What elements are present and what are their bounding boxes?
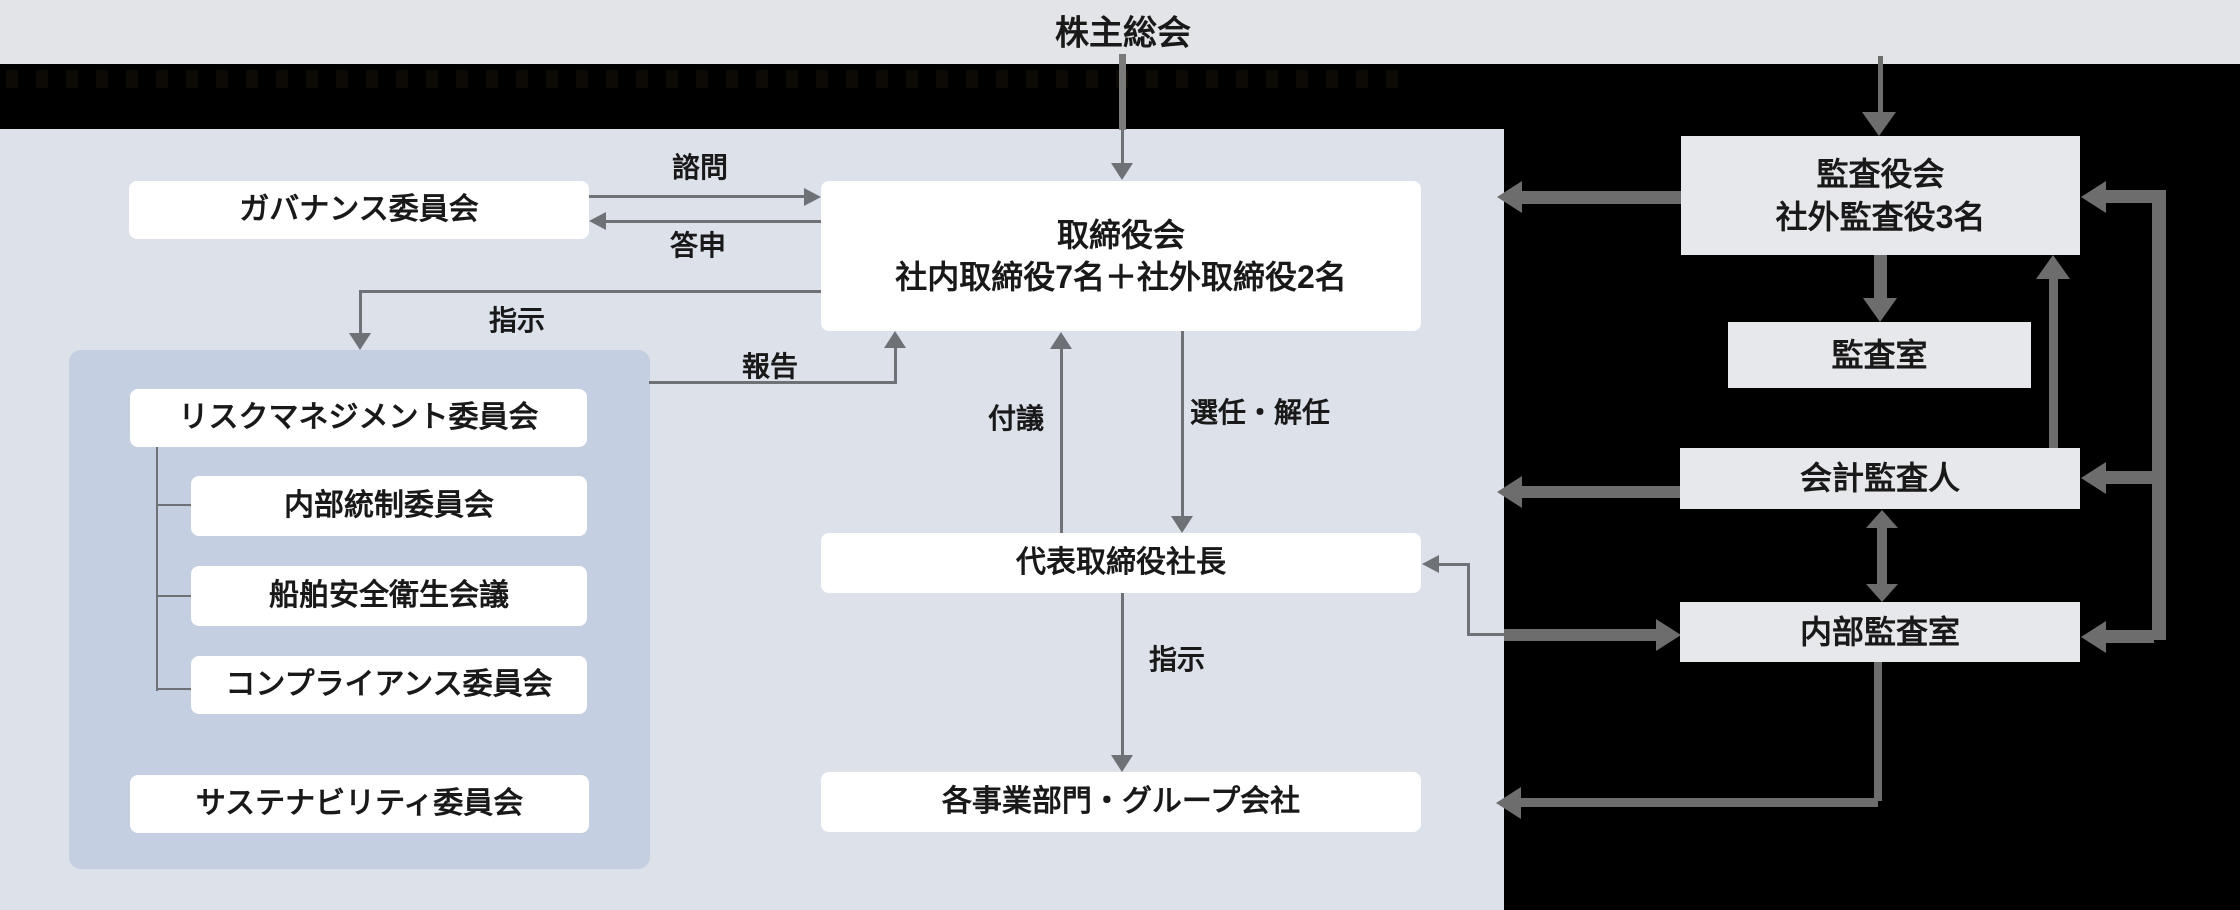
label-submission: 付議 <box>987 403 1045 434</box>
committee-tree-stub-3 <box>156 688 191 690</box>
label-consultation: 諮問 <box>671 152 729 183</box>
label-reply: 答申 <box>669 230 727 261</box>
audit-board-top-line <box>1878 56 1883 114</box>
node-audit-and-supervisory-board: 監査役会 社外監査役3名 <box>1681 136 2080 255</box>
instruction-divisions-arrowhead <box>1111 755 1133 772</box>
president-elbow-arrowhead <box>1422 555 1439 573</box>
auditor-internalaudit-line <box>1877 527 1887 586</box>
president-elbow-h2 <box>1467 633 1504 636</box>
node-governance-label: ガバナンス委員会 <box>239 193 479 227</box>
report-arrowhead <box>884 331 906 348</box>
shareholders-board-line-thick <box>1119 54 1126 130</box>
node-internal-control-committee: 内部統制委員会 <box>191 476 587 536</box>
node-risk-label: リスクマネジメント委員会 <box>178 401 539 435</box>
node-audit-office: 監査室 <box>1728 322 2031 388</box>
committee-tree-stub-2 <box>156 595 191 597</box>
shareholders-board-line <box>1121 130 1124 163</box>
node-ship-safety-council: 船舶安全衛生会議 <box>191 566 587 626</box>
node-president-label: 代表取締役社長 <box>1016 546 1226 580</box>
instruction-committees-line-h <box>359 290 821 293</box>
internalaudit-bottom-v <box>1874 662 1882 801</box>
instruction-committees-line-v <box>359 290 362 334</box>
submission-arrowhead <box>1050 332 1072 349</box>
auditor-auditboard-arrowhead <box>2036 255 2070 279</box>
node-risk-management-committee: リスクマネジメント委員会 <box>130 389 587 447</box>
president-elbow-h1 <box>1439 563 1470 566</box>
audit-board-office-line <box>1874 255 1887 300</box>
appointment-arrowhead <box>1171 516 1193 533</box>
node-accounting-auditor-label: 会計監査人 <box>1799 460 1960 497</box>
shareholders-meeting-title: 株主総会 <box>1055 14 1191 53</box>
right-branch-top <box>2106 190 2154 203</box>
internalaudit-in-line <box>1504 629 1658 641</box>
node-internal-control-label: 内部統制委員会 <box>284 489 494 523</box>
audit-board-office-arrowhead <box>1863 298 1897 322</box>
node-audit-board-line1: 監査役会 <box>1816 156 1945 193</box>
instruction-divisions-line <box>1121 593 1124 755</box>
redacted-band-texture <box>6 70 1406 88</box>
label-report: 報告 <box>741 351 799 382</box>
node-audit-office-label: 監査室 <box>1831 336 1928 373</box>
committee-tree-trunk <box>156 447 158 691</box>
right-branch-top-arrowhead <box>2081 181 2106 213</box>
node-board-line1: 取締役会 <box>1056 216 1185 253</box>
president-elbow-v <box>1467 563 1470 636</box>
node-compliance-committee: コンプライアンス委員会 <box>191 656 587 714</box>
node-board-of-directors: 取締役会 社内取締役7名＋社外取締役2名 <box>821 181 1421 331</box>
node-governance-committee: ガバナンス委員会 <box>129 181 589 239</box>
submission-line <box>1060 349 1063 533</box>
right-branch-bottom-arrowhead <box>2081 621 2106 653</box>
right-branch-bottom <box>2106 630 2154 643</box>
internalaudit-bottom-arrowhead <box>1496 787 1521 819</box>
reply-line <box>606 220 821 223</box>
consultation-arrowhead <box>804 188 821 206</box>
node-internal-audit-label: 内部監査室 <box>1799 613 1960 650</box>
audit-board-left-line <box>1522 191 1681 204</box>
audit-board-left-arrowhead <box>1497 181 1522 213</box>
consultation-line <box>589 195 804 198</box>
node-compliance-label: コンプライアンス委員会 <box>225 668 553 702</box>
report-line-v <box>894 347 897 384</box>
report-line-h <box>649 381 897 384</box>
node-divisions-label: 各事業部門・グループ会社 <box>941 785 1301 819</box>
label-appointment-dismissal: 選任・解任 <box>1189 397 1331 428</box>
right-distribution-line <box>2152 190 2166 640</box>
committee-tree-stub-1 <box>156 504 191 506</box>
node-board-line2: 社内取締役7名＋社外取締役2名 <box>895 259 1347 295</box>
node-sustainability-committee: サステナビリティ委員会 <box>130 775 589 833</box>
label-instruction-committees: 指示 <box>488 305 546 336</box>
internalaudit-bottom-h <box>1519 798 1878 807</box>
node-audit-board-line2: 社外監査役3名 <box>1775 198 1986 235</box>
node-ship-safety-label: 船舶安全衛生会議 <box>269 579 509 613</box>
auditor-internalaudit-arrowhead-down <box>1866 584 1898 602</box>
auditor-internalaudit-arrowhead-up <box>1866 510 1898 528</box>
right-branch-mid <box>2106 471 2154 484</box>
top-band <box>0 0 2240 64</box>
node-internal-audit-office: 内部監査室 <box>1680 602 2080 662</box>
node-business-divisions: 各事業部門・グループ会社 <box>821 772 1421 832</box>
auditor-left-arrowhead <box>1497 476 1522 508</box>
auditor-auditboard-line <box>2049 279 2058 450</box>
auditor-left-line <box>1522 486 1680 498</box>
shareholders-board-arrowhead <box>1111 163 1133 180</box>
node-president: 代表取締役社長 <box>821 533 1421 593</box>
instruction-committees-arrowhead <box>349 333 371 350</box>
internalaudit-in-arrowhead <box>1656 619 1681 651</box>
label-instruction-divisions: 指示 <box>1148 644 1206 675</box>
node-sustainability-label: サステナビリティ委員会 <box>195 787 524 821</box>
node-accounting-auditor: 会計監査人 <box>1680 448 2080 509</box>
reply-arrowhead <box>589 212 606 230</box>
appointment-line <box>1181 331 1184 516</box>
audit-board-top-arrowhead <box>1862 112 1896 136</box>
right-branch-mid-arrowhead <box>2081 462 2106 494</box>
